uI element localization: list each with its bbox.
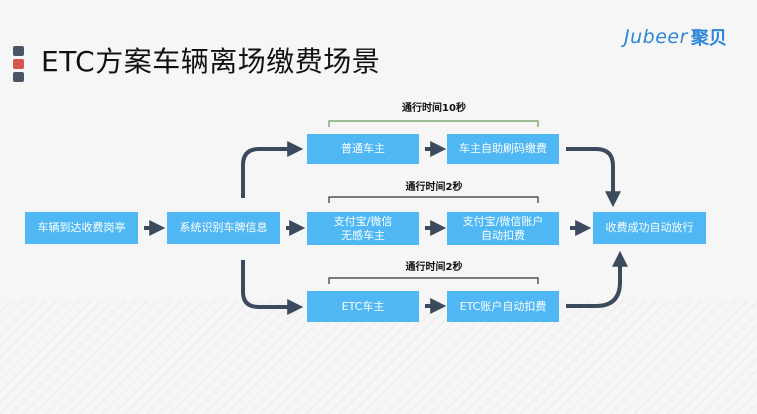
title-marker-top (13, 46, 24, 56)
node-plate-recognition: 系统识别车牌信息 (167, 212, 280, 244)
arrow-recognize-normal (241, 141, 304, 198)
arrow-recognize-etc (241, 260, 304, 315)
title-marker-middle (13, 59, 24, 69)
node-vehicle-arrive: 车辆到达收费岗亭 (25, 212, 138, 244)
time-label-bottom: 通行时间2秒 (405, 262, 463, 273)
node-pay-success-release: 收费成功自动放行 (593, 212, 706, 244)
node-alipay-wechat-auto-pay-line2: 自动扣费 (481, 228, 525, 242)
node-alipay-wechat-owner-line2: 无感车主 (341, 228, 385, 242)
brand-logo: Jubeer 聚贝 (624, 26, 727, 49)
bracket-bottom (328, 277, 539, 284)
node-normal-owner: 普通车主 (307, 134, 419, 164)
time-label-middle: 通行时间2秒 (405, 182, 463, 193)
node-normal-owner-label: 普通车主 (341, 142, 385, 155)
logo-cjk: 聚贝 (690, 28, 727, 49)
bracket-middle (328, 196, 539, 203)
time-label-top: 通行时间10秒 (402, 103, 466, 114)
node-self-scan-pay-label: 车主自助刷码缴费 (459, 142, 547, 155)
node-etc-owner-label: ETC车主 (341, 299, 385, 313)
title-marker-bottom (13, 72, 24, 82)
logo-latin: Jubeer (624, 26, 688, 48)
arrow-etcpay-done (566, 250, 628, 308)
node-alipay-wechat-owner-line1: 支付宝/微信 (333, 214, 393, 228)
node-plate-recognition-label: 系统识别车牌信息 (179, 221, 268, 234)
node-etc-owner: ETC车主 (307, 291, 419, 322)
bracket-top (328, 120, 539, 127)
node-vehicle-arrive-label: 车辆到达收费岗亭 (37, 221, 126, 234)
arrow-selfscan-done (566, 147, 621, 208)
node-etc-auto-pay-label: ETC账户自动扣费 (459, 299, 547, 313)
page-title: ETC方案车辆离场缴费场景 (41, 45, 381, 78)
node-alipay-wechat-auto-pay: 支付宝/微信账户 自动扣费 (447, 212, 559, 245)
node-alipay-wechat-auto-pay-line1: 支付宝/微信账户 (462, 214, 544, 228)
node-self-scan-pay: 车主自助刷码缴费 (447, 134, 559, 164)
node-pay-success-release-label: 收费成功自动放行 (605, 221, 694, 234)
node-alipay-wechat-owner: 支付宝/微信 无感车主 (307, 212, 419, 245)
node-etc-auto-pay: ETC账户自动扣费 (447, 291, 559, 322)
